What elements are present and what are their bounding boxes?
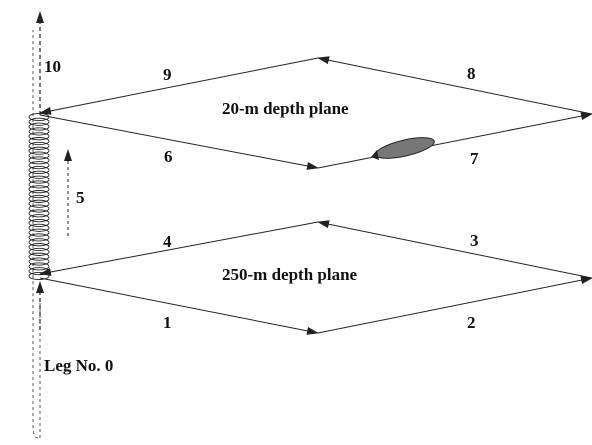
leg-7-line [317,112,592,169]
leg-3-line [317,220,592,279]
spiral-coil-loop [28,141,50,150]
leg-10-label: 10 [44,57,61,76]
spiral-coil-loop [28,271,50,281]
spiral-coil-loop [28,223,50,232]
leg-7-label: 7 [470,149,479,168]
leg-8-label: 8 [467,64,476,83]
spiral-coil-loop [28,137,50,146]
leg-9-label: 9 [163,65,172,84]
spiral-coil-loop [28,151,50,160]
spiral-coil-loop [28,117,50,126]
spiral-coil-loop [28,146,50,155]
spiral-coil [28,112,50,281]
spiral-coil-loop [28,209,50,218]
spiral-coil-loop [28,185,50,194]
leg-8-line [317,56,592,115]
spiral-coil-loop [28,175,50,184]
spiral-coil-loop [28,247,50,256]
upper-plane-label: 20-m depth plane [222,99,349,118]
spiral-coil-loop [28,156,50,165]
spiral-coil-loop [28,127,50,136]
leg-0-label: Leg No. 0 [44,356,114,375]
spiral-coil-loop [28,199,50,208]
spiral-coil-loop [28,214,50,223]
spiral-coil-loop [28,218,50,228]
leg-6-label: 6 [164,147,173,166]
spiral-coil-loop [28,257,50,266]
leg-4-line [39,221,319,276]
leg-9-line [39,57,319,115]
spiral-coil-loop [28,170,50,179]
spiral-coil-loop [28,238,50,247]
spiral-coil-loop [28,122,50,131]
vertical-dashed-path [32,30,39,439]
spiral-coil-loop [28,165,50,175]
spiral-coil-loop [28,190,50,199]
leg-4-label: 4 [163,232,172,251]
leg-2-label: 2 [467,313,476,332]
lower-plane-label: 250-m depth plane [222,265,358,284]
spiral-coil-loop [28,228,50,237]
leg-5-label: 5 [76,188,85,207]
leg-2-line [317,276,592,334]
spiral-coil-loop [28,252,50,261]
spiral-coil-loop [28,161,50,170]
leg-6-line [39,114,319,170]
auv-vehicle-icon [371,137,435,160]
spiral-coil-loop [28,132,50,141]
spiral-coil-loop [28,194,50,203]
leg-1-line [39,277,319,335]
spiral-coil-loop [28,233,50,242]
spiral-coil-loop [28,204,50,213]
spiral-coil-loop [28,262,50,271]
spiral-coil-loop [28,180,50,189]
leg-1-label: 1 [163,313,172,332]
leg-3-label: 3 [470,231,479,250]
spiral-coil-loop [28,243,50,252]
